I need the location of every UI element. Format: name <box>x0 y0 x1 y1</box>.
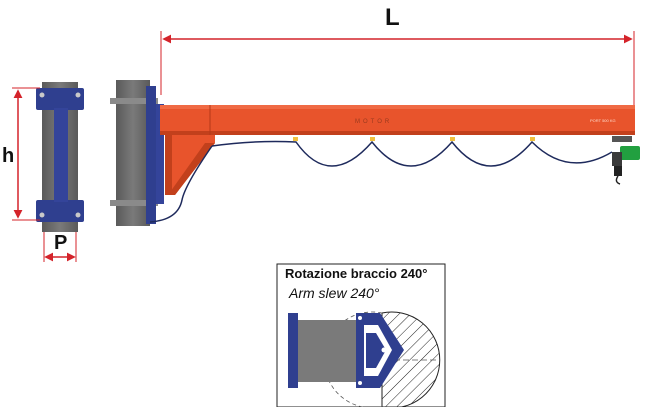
beam-model-tag: PORT 500 KG <box>590 118 616 123</box>
height-label: h <box>2 145 15 167</box>
column-side-view <box>36 82 84 232</box>
length-dimension <box>160 31 635 110</box>
rotation-subtitle: Arm slew 240° <box>289 285 380 301</box>
festoon-cable <box>149 137 613 223</box>
beam-brand-text: MOTOR <box>355 119 393 125</box>
rotation-title: Rotazione braccio 240° <box>285 266 428 281</box>
depth-dimension <box>43 232 77 262</box>
jib-arm <box>160 105 635 195</box>
electric-hoist <box>612 136 640 185</box>
height-dimension <box>12 87 40 221</box>
depth-label: P <box>54 232 68 254</box>
column-front-view <box>110 80 164 226</box>
rotation-box <box>276 263 446 407</box>
length-label: L <box>385 4 400 31</box>
